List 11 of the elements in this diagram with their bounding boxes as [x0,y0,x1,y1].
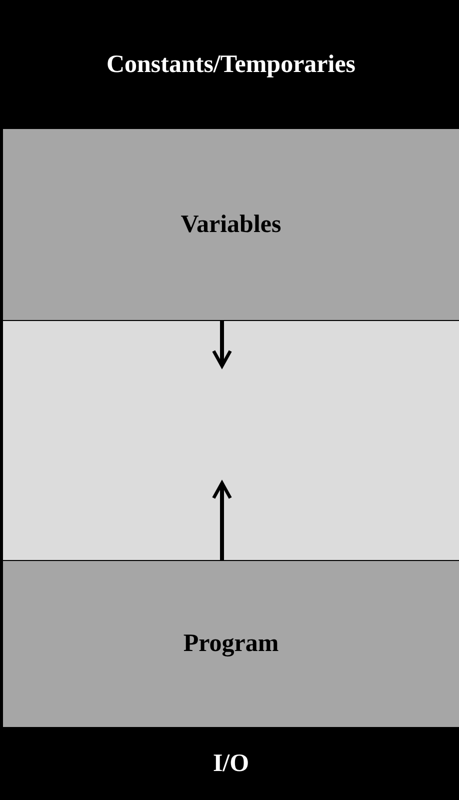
memory-region [0,727,459,800]
arrow [212,481,232,560]
memory-region [0,128,459,320]
free-memory-region [0,320,459,560]
region-label: Variables [180,210,282,238]
arrow [212,320,232,368]
memory-region [0,560,459,727]
region-label: Program [183,630,279,658]
memory-region [0,0,459,128]
region-label: Constants/Temporaries [106,50,356,78]
region-label: I/O [212,750,250,778]
